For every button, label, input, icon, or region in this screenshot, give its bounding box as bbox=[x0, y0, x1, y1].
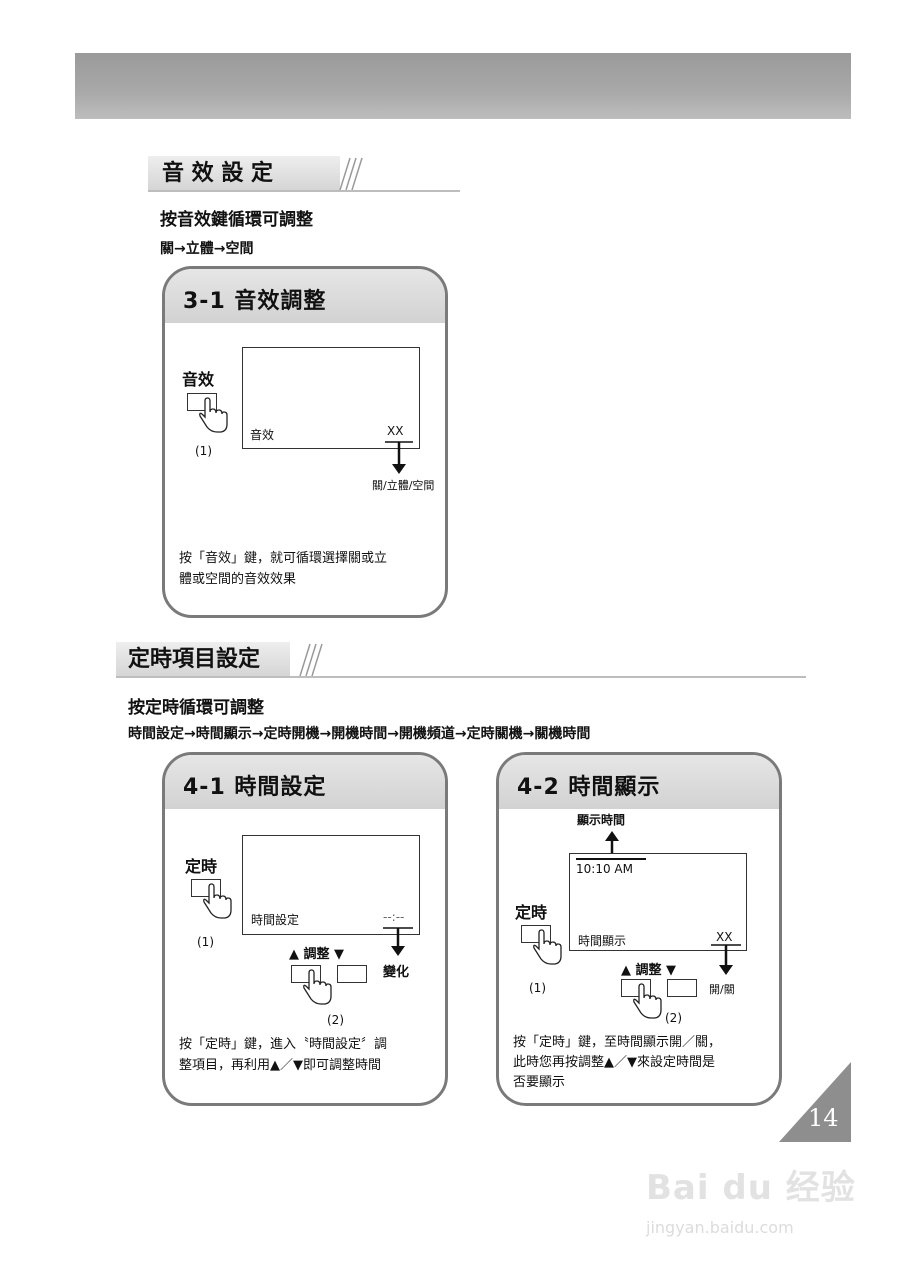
card-header bbox=[165, 755, 445, 809]
hand-pointer-icon bbox=[203, 883, 232, 919]
timer-cycle: 時間設定→時間顯示→定時開機→開機時間→開機頻道→定時關機→關機時間 bbox=[128, 726, 591, 742]
card-sound-adjust: 3-1 音效調整 音效 (1) 音效 XX 關/立體/空間 按「音效」鍵，就可循… bbox=[162, 266, 448, 618]
card-title: 4-2 時間顯示 bbox=[517, 775, 661, 800]
display-screen: 時間設定 --:-- bbox=[242, 835, 420, 935]
step-label: (1) bbox=[529, 981, 546, 995]
display-screen: 10:10 AM 時間顯示 XX bbox=[569, 853, 747, 951]
heading-rule bbox=[116, 676, 806, 678]
watermark-brand: Bai du 经验 bbox=[646, 1168, 856, 1208]
screen-label: 時間顯示 bbox=[578, 934, 627, 948]
clock-value: 10:10 AM bbox=[576, 862, 633, 876]
screen-value: --:-- bbox=[383, 910, 405, 924]
arrow-label: 開/關 bbox=[709, 983, 735, 996]
heading-rule bbox=[148, 190, 460, 192]
card-title: 3-1 音效調整 bbox=[183, 289, 327, 314]
screen-label: 音效 bbox=[250, 428, 275, 442]
screen-value: XX bbox=[387, 424, 404, 438]
top-label: 顯示時間 bbox=[577, 813, 626, 827]
adjust-label: ▲ 調整 ▼ bbox=[621, 963, 677, 978]
button-label: 定時 bbox=[185, 857, 218, 876]
card-desc-line3: 否要顯示 bbox=[513, 1075, 566, 1090]
button-label: 音效 bbox=[182, 370, 215, 389]
arrow-down-icon bbox=[711, 944, 741, 975]
section-heading-timer: 定時項目設定 bbox=[116, 642, 290, 678]
sound-instruction: 按音效鍵循環可調整 bbox=[160, 210, 313, 230]
hand-pointer-icon bbox=[199, 397, 228, 433]
screen-label: 時間設定 bbox=[251, 913, 300, 927]
card-desc-line2: 整項目，再利用▲／▼即可調整時間 bbox=[179, 1058, 381, 1073]
display-screen: 音效 XX bbox=[242, 347, 420, 449]
arrow-down-icon bbox=[383, 927, 413, 956]
section-heading-sound: 音 效 設 定 bbox=[148, 156, 340, 192]
watermark-url: jingyan.baidu.com bbox=[646, 1218, 794, 1237]
arrow-label: 關/立體/空間 bbox=[372, 479, 435, 492]
step-label: (1) bbox=[197, 935, 214, 949]
down-button bbox=[337, 965, 367, 983]
step-label: (2) bbox=[665, 1011, 682, 1025]
hand-pointer-icon bbox=[533, 929, 562, 965]
card-desc-line1: 按「音效」鍵，就可循環選擇關或立 bbox=[179, 551, 388, 566]
heading-slashes bbox=[339, 157, 363, 191]
card-header bbox=[165, 269, 445, 323]
heading-slashes bbox=[299, 643, 323, 677]
step-label: (1) bbox=[195, 444, 212, 458]
card-desc-line2: 體或空間的音效效果 bbox=[179, 572, 297, 587]
card-time-setting: 4-1 時間設定 定時 (1) 時間設定 --:-- 變化 ▲ 調整 ▼ (2)… bbox=[162, 752, 448, 1106]
card-title: 4-1 時間設定 bbox=[183, 775, 327, 800]
card-time-display: 4-2 時間顯示 顯示時間 10:10 AM 時間顯示 XX 開/關 定時 (1… bbox=[496, 752, 782, 1106]
page-corner-triangle bbox=[779, 1062, 851, 1142]
hand-pointer-icon bbox=[303, 969, 332, 1005]
page-number: 14 bbox=[808, 1104, 839, 1132]
card-desc-line1: 按「定時」鍵，進入〝時間設定〞調 bbox=[179, 1037, 388, 1052]
card-header bbox=[499, 755, 779, 809]
hand-pointer-icon bbox=[633, 983, 662, 1019]
button-label: 定時 bbox=[515, 903, 548, 922]
timer-instruction: 按定時循環可調整 bbox=[128, 698, 264, 718]
card-desc-line1: 按「定時」鍵，至時間顯示開／關， bbox=[513, 1035, 722, 1050]
sound-cycle: 關→立體→空間 bbox=[160, 241, 254, 257]
arrow-label: 變化 bbox=[383, 965, 410, 980]
down-button bbox=[667, 979, 697, 997]
adjust-label: ▲ 調整 ▼ bbox=[289, 947, 345, 962]
header-band bbox=[75, 53, 851, 119]
clock-underline bbox=[576, 858, 646, 860]
arrow-down-icon bbox=[385, 441, 413, 474]
card-desc-line2: 此時您再按調整▲／▼來設定時間是 bbox=[513, 1055, 715, 1070]
screen-value: XX bbox=[716, 930, 733, 944]
step-label: (2) bbox=[327, 1013, 344, 1027]
